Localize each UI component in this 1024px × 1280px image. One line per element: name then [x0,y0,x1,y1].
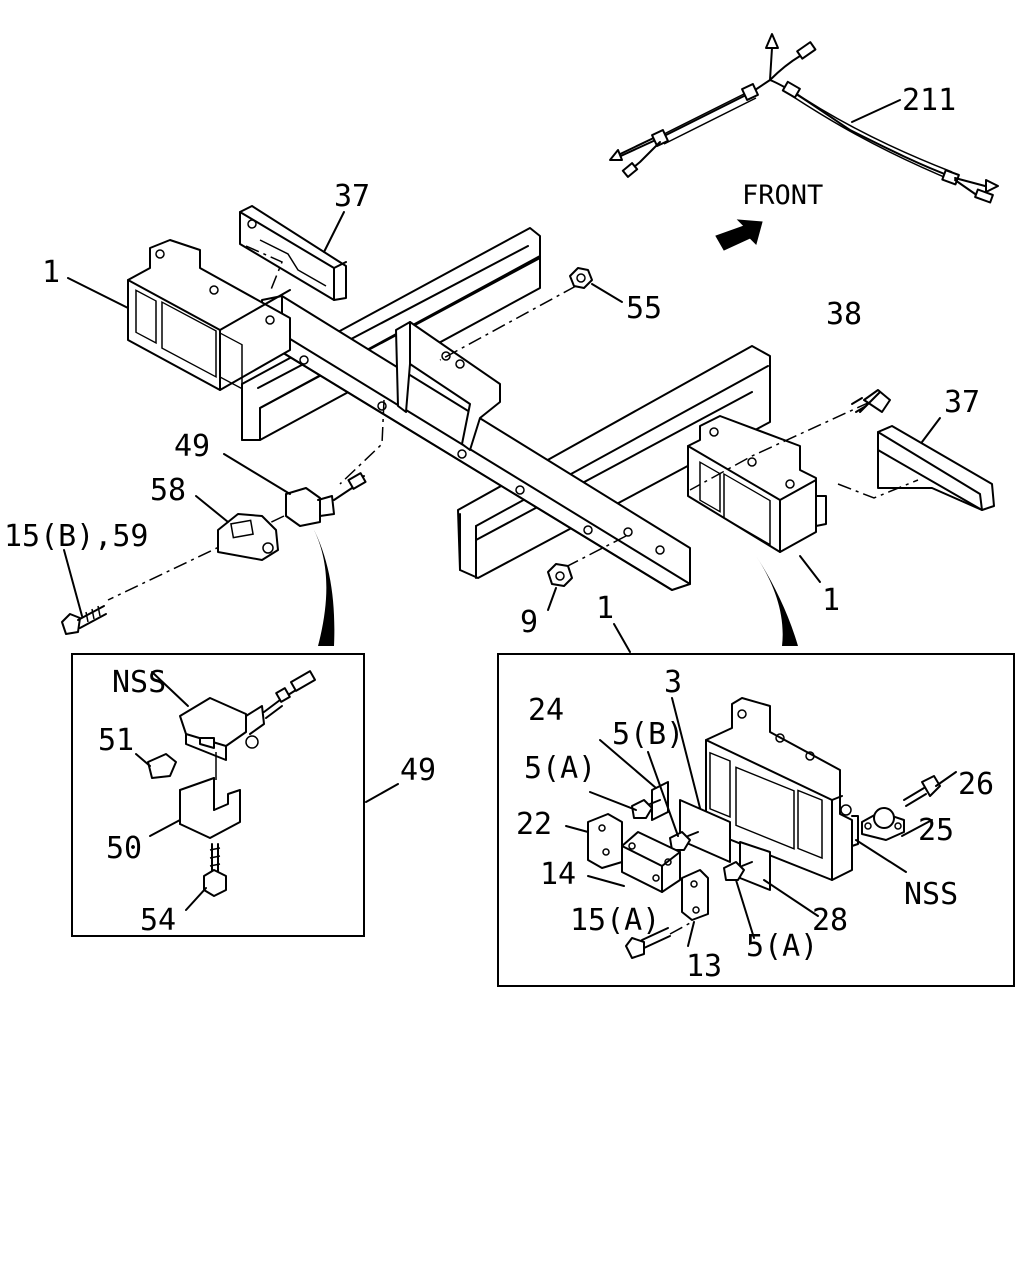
detail-49-label-54: 54 [140,903,176,938]
detail-1-cover-14 [621,831,681,893]
part-label-37-right: 37 [944,385,980,420]
switch-assembly-49 [285,472,367,527]
detail-49-label-nss: NSS [112,665,166,700]
detail-1-label-25: 25 [918,813,954,848]
detail-49-bolt-54 [203,843,227,897]
detail-1-pad-13 [681,869,709,921]
detail-49-switch [179,670,317,761]
nut-55 [569,267,593,289]
detail-1-label-24: 24 [528,693,564,728]
detail-49-label-49: 49 [400,753,436,788]
detail-1-label-nss: NSS [904,877,958,912]
part-label-1-right: 1 [822,583,840,618]
part-label-55: 55 [626,291,662,326]
lamp-cover-37-left [239,205,347,301]
detail-1-label-22: 22 [516,807,552,842]
detail-1-label-5b: 5(B) [612,717,684,752]
detail-box-49 [71,653,365,937]
part-label-37-left: 37 [334,179,370,214]
detail-1-label-13: 13 [686,949,722,984]
part-label-58: 58 [150,473,186,508]
bolt-38 [851,389,891,413]
detail-49-label-51: 51 [98,723,134,758]
front-arrow-icon [715,219,763,251]
part-label-49: 49 [174,429,210,464]
lamp-cover-37-right [877,425,995,511]
detail-1-label-15a: 15(A) [570,903,660,938]
detail-1-screw-15a [625,927,671,959]
detail-1-label-28: 28 [812,903,848,938]
detail-1-screw-26 [903,775,941,807]
frame-assembly [127,227,827,591]
part-label-1-left: 1 [42,255,60,290]
screw-15b-59 [61,605,107,635]
detail-pointer-1 [756,556,798,646]
part-label-38: 38 [826,297,862,332]
detail-1-lamp-body [705,697,859,881]
detail-box-1 [497,653,1015,987]
detail-1-label-14: 14 [540,857,576,892]
detail-49-bracket-50 [179,777,241,839]
detail-1-bulbs-5 [631,799,753,881]
part-label-211: 211 [902,83,956,118]
detail-49-label-50: 50 [106,831,142,866]
detail-1-label-26: 26 [958,767,994,802]
detail-1-pad-22 [587,813,623,869]
detail-1-bracket-25 [861,807,905,841]
detail-49-bulb-51 [147,753,177,779]
part-label-9: 9 [520,605,538,640]
detail-1-lens-3 [679,799,731,863]
detail-1-label-3: 3 [664,665,682,700]
wire-harness-211 [609,33,999,204]
part-label-1-detail: 1 [596,591,614,626]
part-label-15b-59: 15(B),59 [4,519,149,554]
nut-9 [547,563,573,587]
detail-1-label-5a-bottom: 5(A) [746,929,818,964]
cover-58 [217,513,279,561]
detail-pointer-49 [312,526,335,646]
front-direction-label: FRONT [742,180,823,211]
detail-1-label-5a-top: 5(A) [524,751,596,786]
